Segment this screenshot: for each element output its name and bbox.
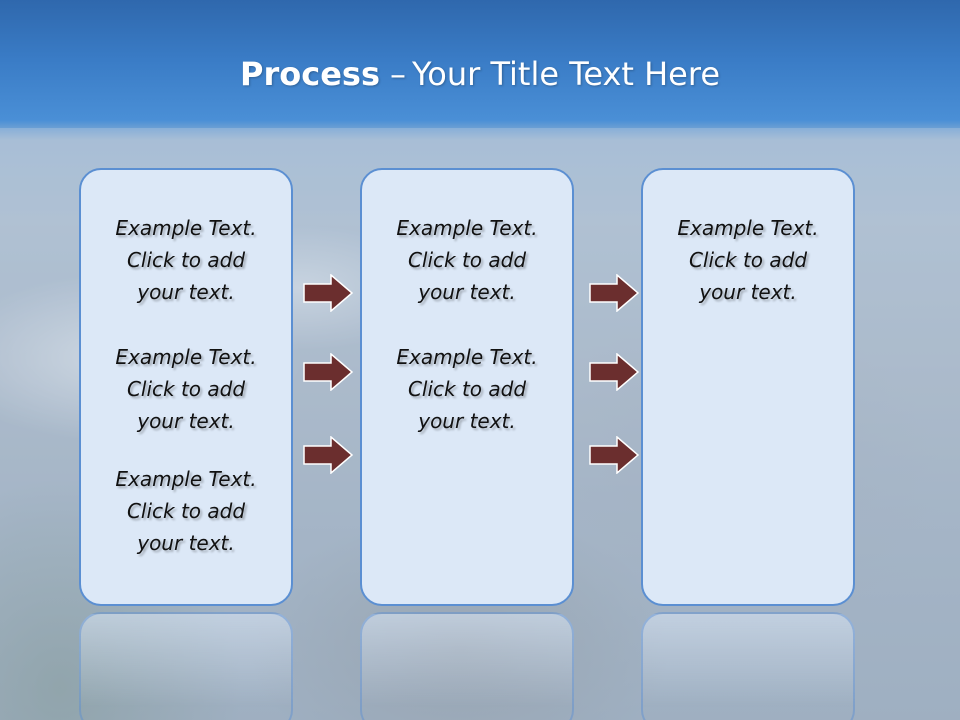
step-2-text-2[interactable]: Example Text. Click to add your text. bbox=[362, 341, 572, 437]
text-line: your text. bbox=[137, 280, 235, 304]
process-step-box-3[interactable]: Example Text. Click to add your text. bbox=[641, 168, 855, 606]
right-arrow-icon[interactable] bbox=[589, 353, 639, 391]
step-1-text-3[interactable]: Example Text. Click to add your text. bbox=[81, 463, 291, 559]
text-line: Click to add bbox=[688, 248, 808, 272]
text-line: Click to add bbox=[407, 248, 527, 272]
text-line: Example Text. bbox=[115, 345, 257, 369]
text-line: Example Text. bbox=[396, 345, 538, 369]
step-2-text-1[interactable]: Example Text. Click to add your text. bbox=[362, 212, 572, 308]
box-3-reflection bbox=[641, 612, 855, 720]
text-line: your text. bbox=[418, 409, 516, 433]
text-line: your text. bbox=[137, 409, 235, 433]
step-1-text-2[interactable]: Example Text. Click to add your text. bbox=[81, 341, 291, 437]
text-line: Example Text. bbox=[115, 467, 257, 491]
box-1-reflection bbox=[79, 612, 293, 720]
slide-title[interactable]: Process–Your Title Text Here bbox=[0, 52, 960, 96]
right-arrow-icon[interactable] bbox=[303, 353, 353, 391]
text-line: your text. bbox=[418, 280, 516, 304]
right-arrow-icon[interactable] bbox=[303, 274, 353, 312]
title-dash: – bbox=[389, 55, 406, 93]
text-line: your text. bbox=[699, 280, 797, 304]
process-step-box-2[interactable]: Example Text. Click to add your text. Ex… bbox=[360, 168, 574, 606]
title-sub: Your Title Text Here bbox=[411, 55, 720, 93]
text-line: Example Text. bbox=[677, 216, 819, 240]
text-line: Click to add bbox=[126, 499, 246, 523]
process-step-box-1[interactable]: Example Text. Click to add your text. Ex… bbox=[79, 168, 293, 606]
right-arrow-icon[interactable] bbox=[303, 436, 353, 474]
text-line: Click to add bbox=[126, 377, 246, 401]
right-arrow-icon[interactable] bbox=[589, 436, 639, 474]
right-arrow-icon[interactable] bbox=[589, 274, 639, 312]
text-line: Click to add bbox=[407, 377, 527, 401]
box-2-reflection bbox=[360, 612, 574, 720]
step-3-text-1[interactable]: Example Text. Click to add your text. bbox=[643, 212, 853, 308]
title-main: Process bbox=[240, 55, 380, 93]
text-line: Example Text. bbox=[396, 216, 538, 240]
text-line: Example Text. bbox=[115, 216, 257, 240]
text-line: Click to add bbox=[126, 248, 246, 272]
text-line: your text. bbox=[137, 531, 235, 555]
step-1-text-1[interactable]: Example Text. Click to add your text. bbox=[81, 212, 291, 308]
